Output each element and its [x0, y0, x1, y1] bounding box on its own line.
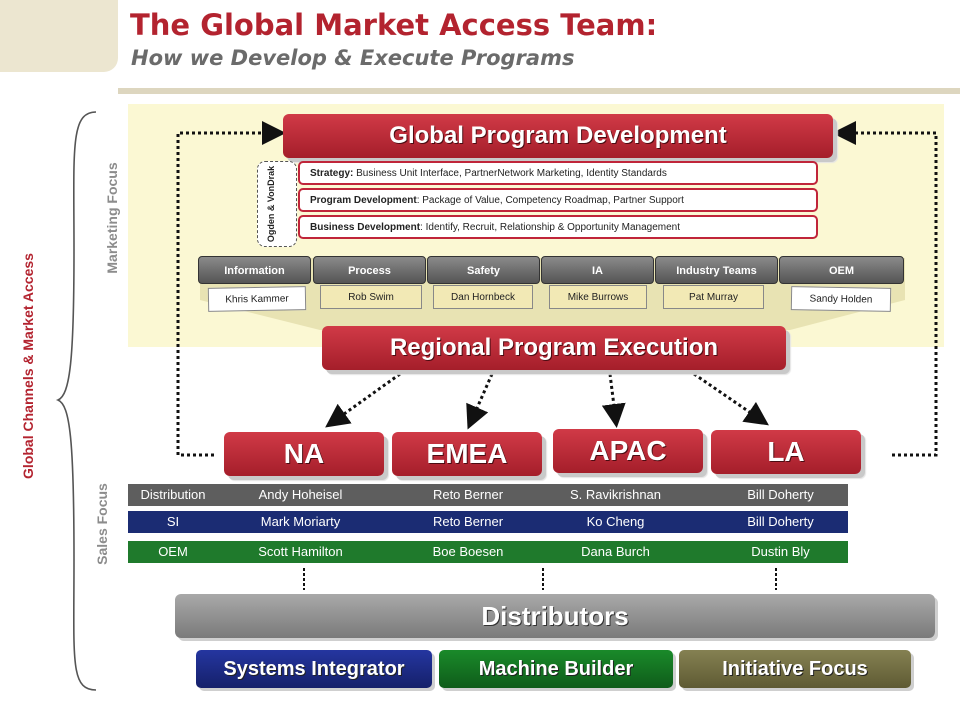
global-program-development-bar: Global Program Development — [283, 114, 833, 158]
program-development-row-text: : Package of Value, Competency Roadmap, … — [416, 195, 684, 206]
owner-industry-teams: Pat Murray — [663, 285, 764, 309]
table-row-distribution: Distribution Andy Hoheisel Reto Berner S… — [128, 484, 848, 506]
tab-industry-teams: Industry Teams — [655, 256, 778, 284]
global-channels-label: Global Channels & Market Access — [20, 253, 36, 479]
global-brace — [55, 111, 97, 691]
sales-focus-label: Sales Focus — [94, 483, 110, 565]
owner-process: Rob Swim — [320, 285, 422, 309]
la-contact-cell: Bill Doherty — [747, 487, 814, 502]
arrow-to-emea — [466, 373, 494, 430]
page-subtitle: How we Develop & Execute Programs — [131, 46, 575, 70]
program-development-row-key: Program Development — [310, 195, 417, 206]
program-development-row: Program Development: Package of Value, C… — [298, 188, 818, 212]
business-development-row-key: Business Development — [310, 222, 421, 233]
arrow-to-la — [693, 372, 769, 426]
tab-process: Process — [313, 256, 426, 284]
emea-contact-cell: Reto Berner — [432, 514, 504, 529]
initiative-focus-box: Initiative Focus — [679, 650, 911, 688]
table-row-si: SI Mark Moriarty Reto Berner Ko Cheng Bi… — [128, 511, 848, 533]
tab-information: Information — [198, 256, 311, 284]
region-apac: APAC — [553, 429, 703, 473]
arrow-to-apac — [601, 373, 626, 428]
owner-information: Khris Kammer — [207, 286, 307, 312]
region-emea: EMEA — [392, 432, 542, 476]
strategy-row: Strategy: Business Unit Interface, Partn… — [298, 161, 818, 185]
distributors-bar: Distributors — [175, 594, 935, 638]
emea-contact-cell: Reto Berner — [432, 487, 504, 502]
apac-contact-cell: S. Ravikrishnan — [569, 487, 662, 502]
arrow-to-na — [325, 372, 401, 428]
marketing-focus-label: Marketing Focus — [104, 162, 120, 274]
tab-ia: IA — [541, 256, 654, 284]
header-corner-tab — [0, 0, 118, 72]
la-contact-cell: Bill Doherty — [747, 514, 814, 529]
header-divider — [118, 88, 960, 94]
apac-contact-cell: Dana Burch — [581, 544, 650, 559]
business-development-row: Business Development: Identify, Recruit,… — [298, 215, 818, 239]
la-contact-cell: Dustin Bly — [751, 544, 810, 559]
owner-safety: Dan Hornbeck — [433, 285, 533, 309]
region-na: NA — [224, 432, 384, 476]
tab-oem: OEM — [779, 256, 904, 284]
apac-contact-cell: Ko Cheng — [586, 514, 645, 529]
channel-cell: SI — [166, 514, 180, 529]
na-contact-cell: Andy Hoheisel — [258, 487, 343, 502]
regional-program-execution-bar: Regional Program Execution — [322, 326, 786, 370]
page-title: The Global Market Access Team: — [130, 8, 658, 42]
region-la: LA — [711, 430, 861, 474]
strategy-row-key: Strategy: — [310, 168, 354, 179]
owner-oem: Sandy Holden — [790, 286, 892, 312]
ogden-vondrak-box — [257, 161, 297, 247]
na-contact-cell: Mark Moriarty — [260, 514, 341, 529]
emea-contact-cell: Boe Boesen — [432, 544, 504, 559]
business-development-row-text: : Identify, Recruit, Relationship & Oppo… — [420, 222, 680, 233]
tab-safety: Safety — [427, 256, 540, 284]
systems-integrator-box: Systems Integrator — [196, 650, 432, 688]
ogden-vondrak-label: Ogden & VonDrak — [266, 165, 276, 243]
machine-builder-box: Machine Builder — [439, 650, 673, 688]
owner-ia: Mike Burrows — [549, 285, 647, 309]
left-feedback-arrow — [176, 121, 286, 457]
strategy-row-text: Business Unit Interface, PartnerNetwork … — [353, 168, 667, 179]
na-contact-cell: Scott Hamilton — [258, 544, 343, 559]
table-row-oem: OEM Scott Hamilton Boe Boesen Dana Burch… — [128, 541, 848, 563]
right-feedback-arrow — [832, 121, 938, 457]
channel-cell: OEM — [158, 544, 188, 559]
channel-cell: Distribution — [140, 487, 206, 502]
